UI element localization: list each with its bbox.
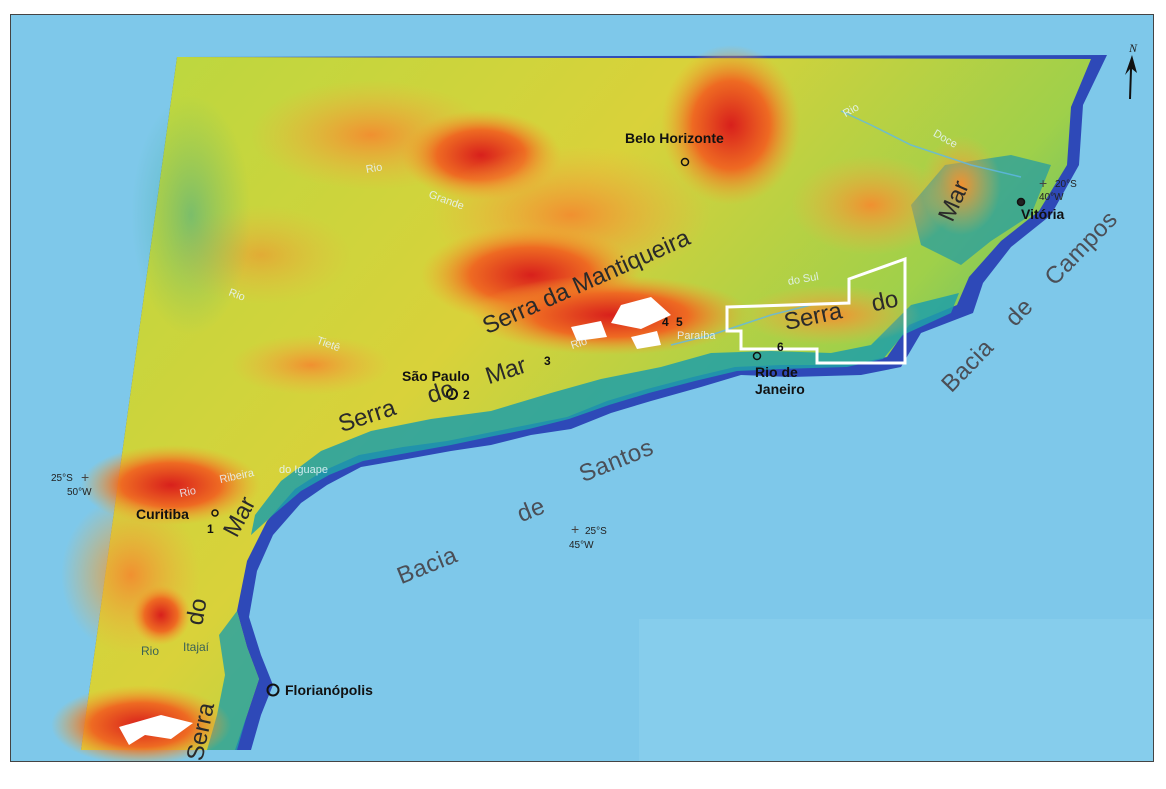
coord-cross-icon: + — [571, 521, 580, 537]
coord-lon-45w: 45°W — [569, 540, 594, 551]
coord-marker-25s-45w: + 25°S 45°W — [567, 521, 627, 553]
city-marker-curitiba — [211, 509, 219, 517]
river-label-paraiba-b: Paraíba — [677, 330, 716, 342]
city-marker-sao-paulo — [446, 388, 458, 400]
city-marker-florianopolis — [266, 683, 280, 697]
north-label: N — [1129, 41, 1138, 55]
city-label-rio-line2: Janeiro — [755, 381, 805, 397]
relief-map: Belo Horizonte Vitória São Paulo Rio de … — [10, 14, 1154, 762]
river-label-itajai-b: Itajaí — [183, 640, 210, 654]
coord-marker-25s-50w: 25°S + 50°W — [51, 469, 111, 501]
site-number-1: 1 — [207, 522, 214, 536]
river-label-ribeira-c: do Iguape — [279, 464, 328, 476]
coord-lon-40w: 40°W — [1039, 192, 1064, 203]
coord-lon-50w: 50°W — [67, 487, 92, 498]
city-label-curitiba: Curitiba — [136, 506, 189, 522]
coord-cross-icon: + — [1039, 175, 1048, 191]
city-label-belo-horizonte: Belo Horizonte — [625, 130, 724, 146]
coord-marker-20s-40w: + 20°S 40°W — [1035, 175, 1095, 207]
river-label-itajai-a: Rio — [141, 644, 160, 658]
site-number-5: 5 — [676, 315, 683, 329]
site-number-2: 2 — [463, 388, 470, 402]
city-label-florianopolis: Florianópolis — [285, 682, 373, 698]
north-arrow-icon — [1125, 55, 1137, 99]
relief-map-graphic — [11, 15, 1153, 761]
city-marker-belo-horizonte — [680, 157, 690, 167]
site-number-4: 4 — [662, 315, 669, 329]
coord-cross-icon: + — [81, 469, 90, 485]
city-label-sao-paulo: São Paulo — [402, 368, 470, 384]
city-label-vitoria: Vitória — [1021, 206, 1065, 222]
coord-lat-25s-a: 25°S — [51, 473, 73, 484]
coord-lat-25s-b: 25°S — [585, 526, 607, 537]
site-number-6: 6 — [777, 340, 784, 354]
site-number-3: 3 — [544, 354, 551, 368]
city-marker-vitoria — [1016, 197, 1026, 207]
range-label-serra-do-mar-south-b: do — [181, 596, 213, 628]
city-marker-rio-de-janeiro — [752, 351, 762, 361]
north-arrow: N — [1119, 41, 1143, 101]
coord-lat-20s: 20°S — [1055, 179, 1077, 190]
city-label-rio-line1: Rio de — [755, 364, 798, 380]
